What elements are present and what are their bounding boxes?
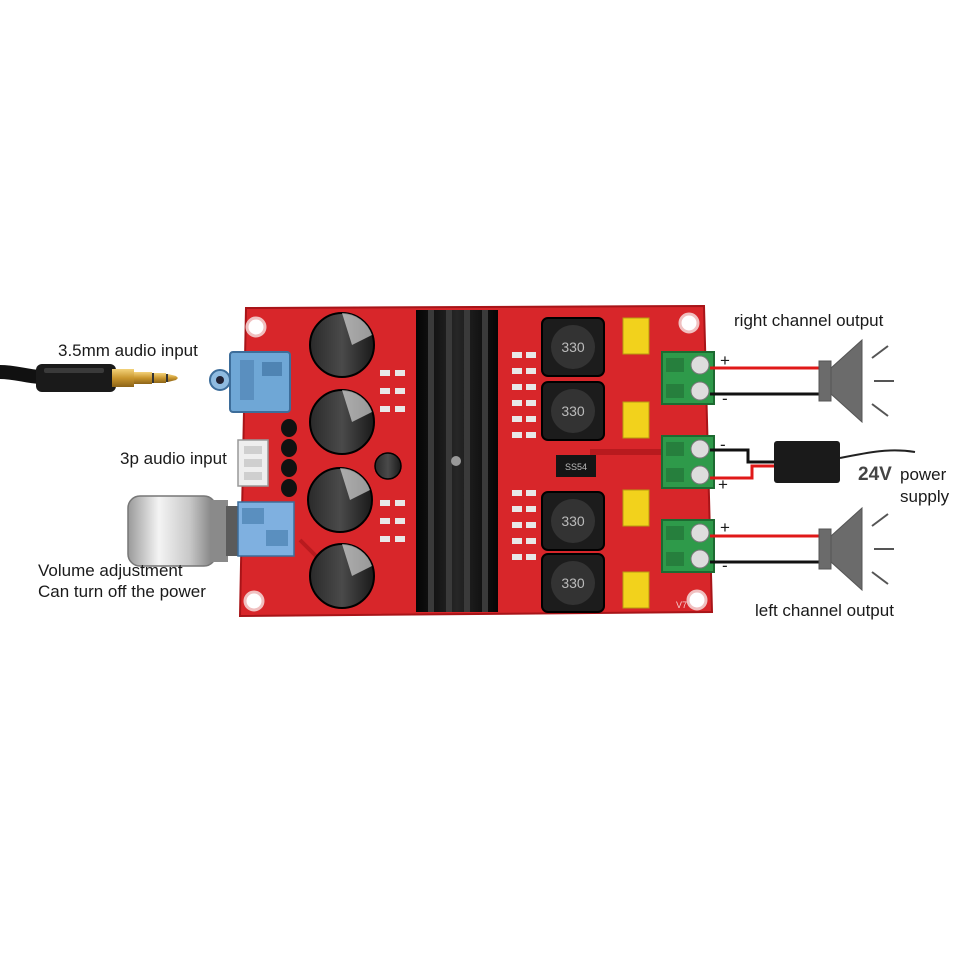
- audio-jack-3-5mm[interactable]: [209, 351, 291, 413]
- connector-3p[interactable]: [237, 439, 269, 487]
- inductor-mark: 330: [561, 403, 585, 419]
- audio-cable-3-5mm: [0, 364, 178, 392]
- terminal-left-output[interactable]: [661, 519, 715, 573]
- polarity-left-minus: -: [722, 556, 728, 575]
- label-3-5mm-audio-input: 3.5mm audio input: [58, 341, 198, 360]
- heatsink: [416, 310, 498, 612]
- label-volume-adjustment: Volume adjustment: [38, 561, 183, 580]
- inductor-mark: 330: [561, 575, 585, 591]
- label-supply: supply: [900, 487, 950, 506]
- inductor-mark: 330: [561, 339, 585, 355]
- diode-mark: SS54: [565, 462, 587, 472]
- label-24v: 24V: [858, 464, 892, 485]
- volume-knob[interactable]: [127, 495, 295, 567]
- label-3p-audio-input: 3p audio input: [120, 449, 227, 468]
- terminal-power-input[interactable]: [661, 435, 715, 489]
- sound-wave-icon: [871, 345, 889, 359]
- small-components-left: [281, 419, 297, 497]
- label-power: power: [900, 465, 947, 484]
- polarity-power-plus: +: [718, 475, 728, 494]
- sound-wave-icon: [871, 513, 889, 527]
- wires-left-channel: [710, 534, 822, 564]
- smd-components-right: [512, 352, 536, 560]
- polarity-right-plus: +: [720, 351, 730, 370]
- board-version-mark: V7: [676, 600, 687, 610]
- label-right-channel-output: right channel output: [734, 311, 884, 330]
- capacitors-large: [307, 312, 402, 609]
- speaker-right: [818, 338, 894, 424]
- polarity-left-plus: +: [720, 518, 730, 537]
- wires-power-supply: [710, 448, 776, 480]
- diode: SS54: [556, 455, 596, 477]
- inductor-mark: 330: [561, 513, 585, 529]
- terminal-right-output[interactable]: [661, 351, 715, 405]
- smd-components-left: [380, 370, 405, 542]
- polarity-power-minus: -: [720, 435, 726, 454]
- film-capacitors: [622, 317, 650, 609]
- wires-right-channel: [710, 366, 822, 396]
- speaker-left: [818, 506, 894, 592]
- label-left-channel-output: left channel output: [755, 601, 894, 620]
- power-adapter: [774, 441, 916, 483]
- inductors: 330 330 330 330: [541, 317, 605, 613]
- label-power-switch-note: Can turn off the power: [38, 582, 206, 601]
- polarity-right-minus: -: [722, 389, 728, 408]
